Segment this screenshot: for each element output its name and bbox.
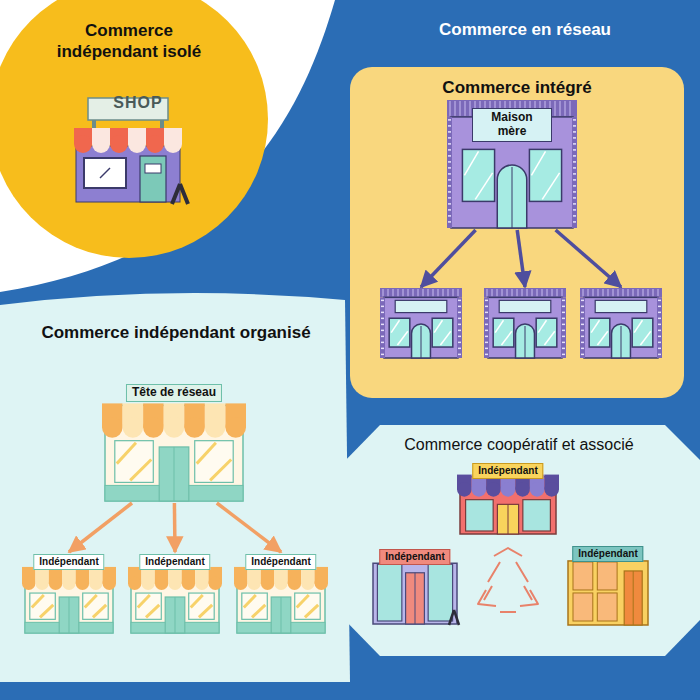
shop-sign: Indépendant [572,546,643,562]
group-title: Commerce indépendant isolé [35,20,223,63]
group-title: Commerce coopératif et associé [348,435,690,455]
shop-illustration [578,288,664,360]
flow-arrow [173,503,177,552]
shop-sign: Indépendant [139,554,210,570]
flow-arrow [69,503,132,552]
group-title: Commerce intégré [360,77,674,98]
shop-building: Indépendant [368,548,462,626]
shop-sign-text: SHOP [98,94,178,112]
shop-illustration [482,288,568,360]
shop-building: Indépendant [232,553,330,635]
category-circle: Commerce indépendant isolé [0,0,268,258]
shop-building: Indépendant [126,553,224,635]
shop-building: Maison mère [445,100,579,230]
group-title: Commerce indépendant organisé [10,322,342,343]
shop-sign: Maison mère [472,108,552,142]
shop-sign: Indépendant [245,554,316,570]
shop-building: Indépendant [563,545,653,627]
shop-sign: Indépendant [33,554,104,570]
shop-sign: Tête de réseau [126,384,222,402]
shop-building [378,288,464,360]
shop-sign: Indépendant [379,549,450,565]
group-panel: Commerce coopératif et associéIndépendan… [338,425,700,657]
shop-building: Indépendant [455,462,561,536]
shop-sign: Indépendant [472,463,543,479]
shop-building: Indépendant [20,553,118,635]
group-panel: Commerce indépendant organiséTête de rés… [0,300,352,682]
shop-illustration [378,288,464,360]
group-panel: Commerce intégréMaison mère [350,67,684,398]
shop-building [578,288,664,360]
shop-building: Tête de réseau [100,383,248,503]
flow-arrow [217,503,281,552]
shop-building [482,288,568,360]
region-title: Commerce en réseau [390,20,660,40]
